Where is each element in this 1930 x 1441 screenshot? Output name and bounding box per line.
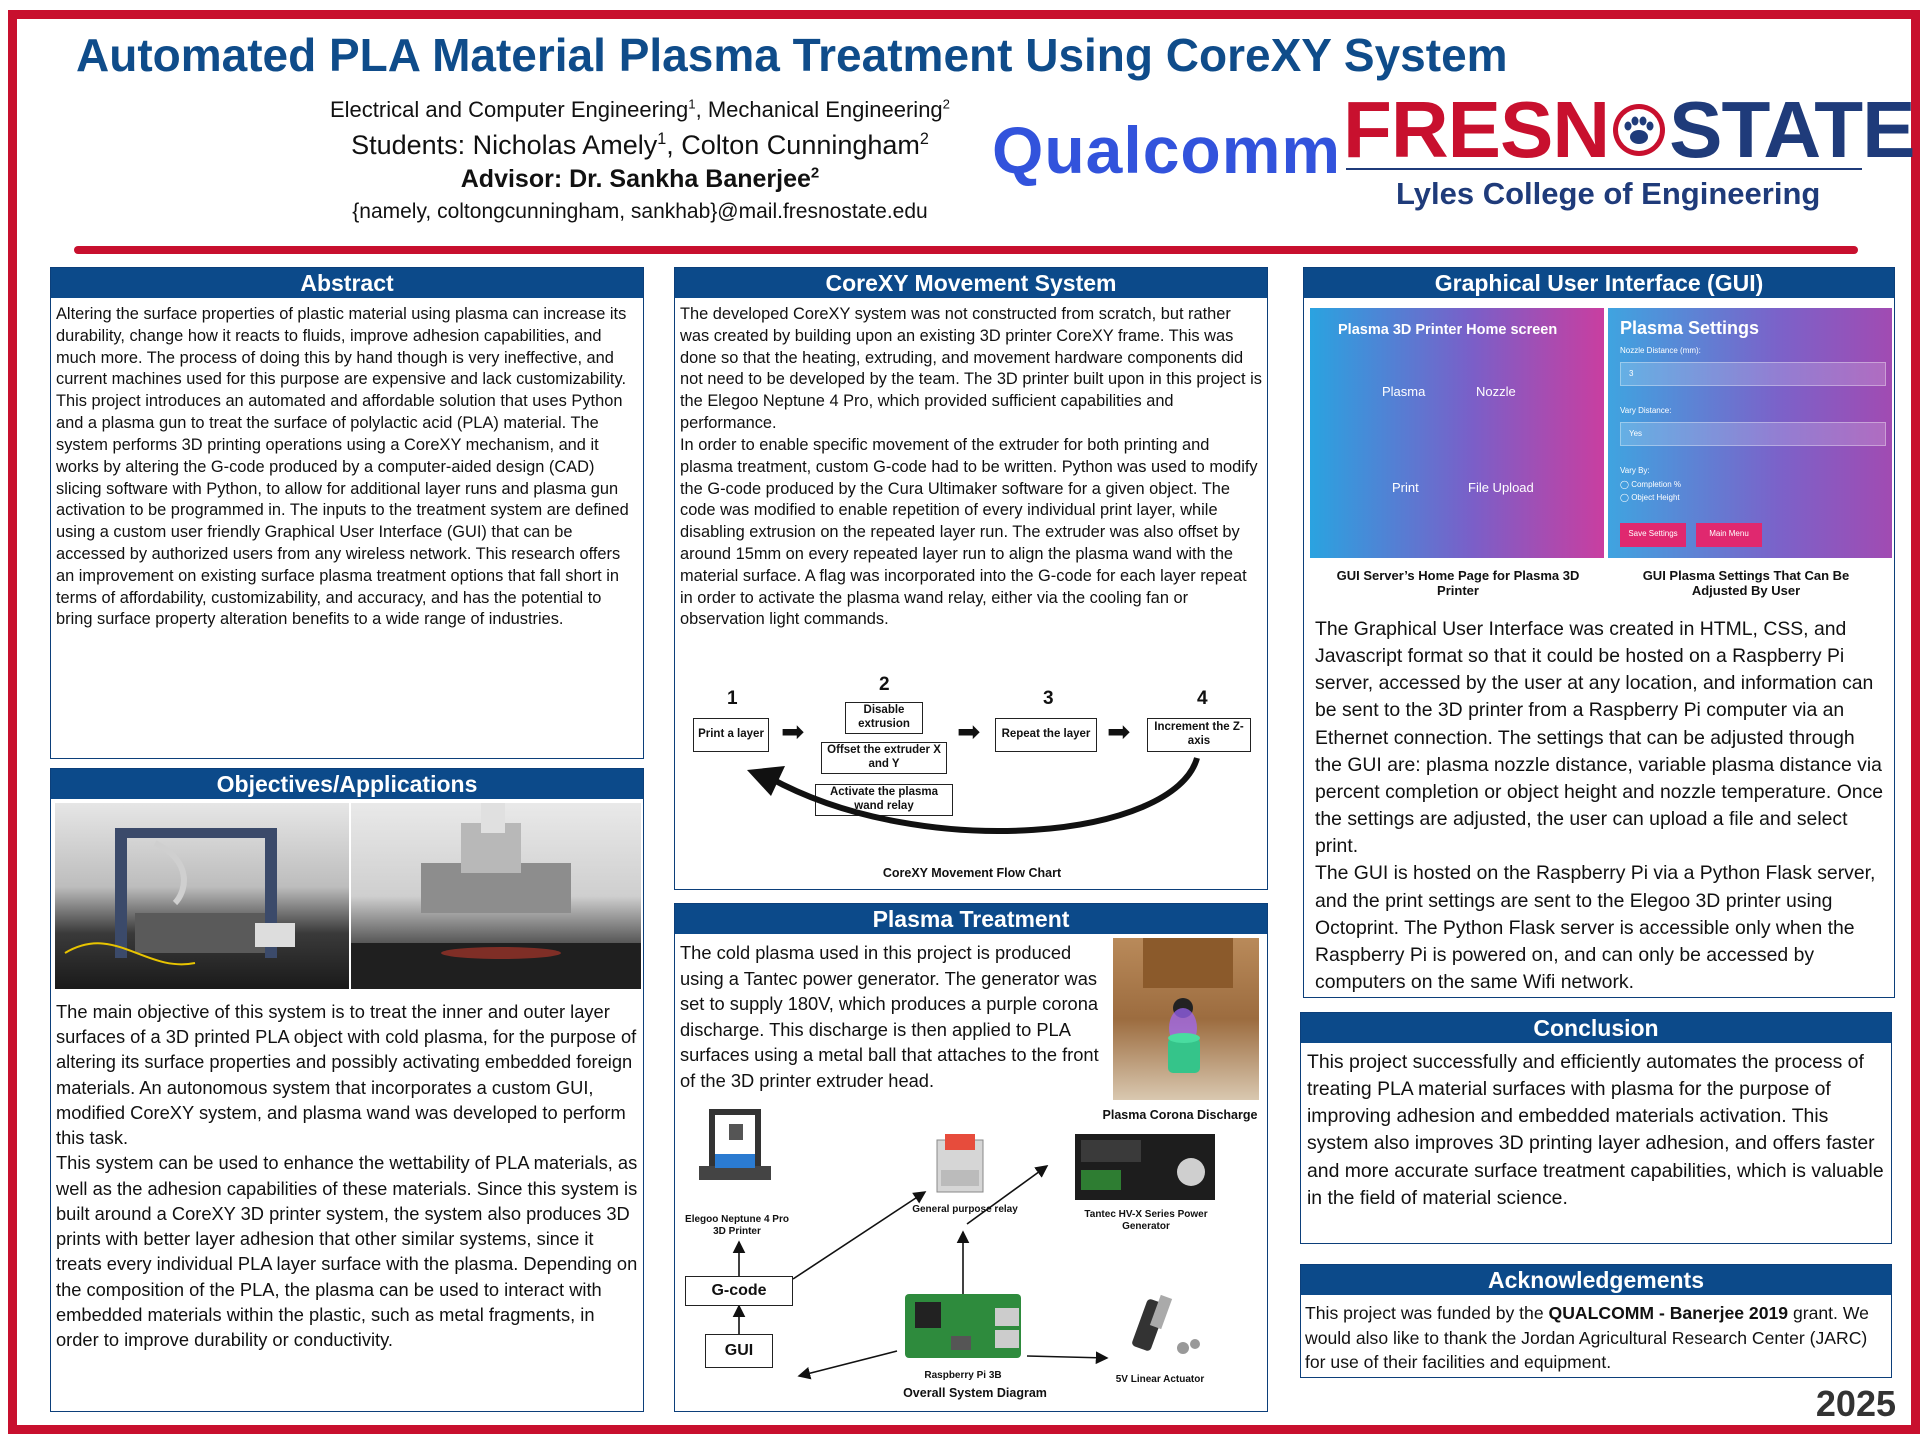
corexy-heading: CoreXY Movement System xyxy=(675,268,1267,298)
gui-paragraph-2: The GUI is hosted on the Raspberry Pi vi… xyxy=(1315,862,1876,994)
tantec-label: Tantec HV-X Series Power Generator xyxy=(1084,1209,1208,1232)
flow-box-disable-extrusion: Disable extrusion xyxy=(845,702,923,734)
corexy-panel: CoreXY Movement System The developed Cor… xyxy=(674,267,1268,890)
gui-settings-title: Plasma Settings xyxy=(1620,318,1760,338)
gui-heading: Graphical User Interface (GUI) xyxy=(1304,268,1894,298)
raspberry-pi-image xyxy=(901,1288,1025,1364)
completion-option: ◯ Completion % xyxy=(1620,480,1681,489)
conclusion-heading: Conclusion xyxy=(1301,1013,1891,1043)
college-name: Lyles College of Engineering xyxy=(1396,176,1821,211)
gui-home-screenshot: Plasma 3D Printer Home screen Plasma Noz… xyxy=(1310,308,1604,558)
save-settings-button: Save Settings xyxy=(1620,523,1686,547)
gui-box: GUI xyxy=(705,1334,773,1368)
flow-step-number-4: 4 xyxy=(1197,688,1208,709)
flow-arrow-right-icon: ➡ xyxy=(957,716,981,747)
nozzle-distance-label: Nozzle Distance (mm): xyxy=(1620,346,1701,355)
plasma-panel: Plasma Treatment The cold plasma used in… xyxy=(674,903,1268,1412)
linear-actuator-image xyxy=(1111,1288,1209,1364)
relay-label: General purpose relay xyxy=(912,1204,1018,1215)
logo-rule xyxy=(1346,168,1862,170)
corexy-paragraph-1: The developed CoreXY system was not cons… xyxy=(680,305,1262,433)
flow-arrow-right-icon: ➡ xyxy=(781,716,805,747)
author-block: Electrical and Computer Engineering1, Me… xyxy=(290,92,990,228)
poster-frame xyxy=(8,10,1920,1434)
objectives-text: The main objective of this system is to … xyxy=(51,993,643,1358)
flow-step-number-2: 2 xyxy=(879,674,890,695)
flow-box-activate-relay: Activate the plasma wand relay xyxy=(815,784,953,816)
plasma-heading: Plasma Treatment xyxy=(675,904,1267,934)
advisor: Advisor: Dr. Sankha Banerjee2 xyxy=(460,164,820,193)
linear-actuator-label: 5V Linear Actuator xyxy=(1115,1374,1205,1385)
contact-email: {namely, coltongcunningham, sankhab}@mai… xyxy=(352,199,928,223)
printer-photo-right xyxy=(351,803,641,989)
gui-file-upload-button: File Upload xyxy=(1468,480,1534,495)
acknowledgements-heading: Acknowledgements xyxy=(1301,1265,1891,1295)
plasma-discharge-photo xyxy=(1113,938,1259,1100)
vary-distance-field: Yes xyxy=(1620,422,1886,446)
qualcomm-logo: Qualcomm xyxy=(992,113,1342,187)
printer-label: Elegoo Neptune 4 Pro 3D Printer xyxy=(685,1214,789,1237)
conclusion-panel: Conclusion This project successfully and… xyxy=(1300,1012,1892,1244)
printer-photo-left xyxy=(55,803,349,989)
system-diagram-caption: Overall System Diagram xyxy=(903,1386,1047,1400)
gui-panel: Graphical User Interface (GUI) Plasma 3D… xyxy=(1303,267,1895,998)
flow-box-repeat-layer: Repeat the layer xyxy=(995,718,1097,752)
gui-settings-screenshot: Plasma Settings Nozzle Distance (mm): 3 … xyxy=(1608,308,1892,558)
flow-step-number-3: 3 xyxy=(1043,688,1054,709)
flow-chart-caption: CoreXY Movement Flow Chart xyxy=(882,866,1062,880)
relay-image xyxy=(929,1130,995,1200)
header-divider xyxy=(74,246,1858,254)
objectives-paragraph-2: This system can be used to enhance the w… xyxy=(56,1152,638,1351)
flow-step-number-1: 1 xyxy=(727,688,738,709)
grant-name: QUALCOMM - Banerjee 2019 xyxy=(1548,1303,1789,1323)
conclusion-text: This project successfully and efficientl… xyxy=(1307,1051,1884,1209)
gui-plasma-button: Plasma xyxy=(1382,384,1426,399)
gui-settings-caption: GUI Plasma Settings That Can Be Adjusted… xyxy=(1642,568,1850,598)
abstract-heading: Abstract xyxy=(51,268,643,298)
abstract-text: Altering the surface properties of plast… xyxy=(56,305,629,629)
poster-year: 2025 xyxy=(1815,1383,1896,1424)
gui-text: The Graphical User Interface was created… xyxy=(1310,610,1890,1002)
acknowledgements-panel: Acknowledgements This project was funded… xyxy=(1300,1264,1892,1378)
gui-home-title: Plasma 3D Printer Home screen xyxy=(1338,322,1558,338)
printer-image xyxy=(689,1104,781,1200)
gui-paragraph-1: The Graphical User Interface was created… xyxy=(1315,618,1884,858)
gcode-box: G-code xyxy=(685,1276,793,1306)
raspberry-pi-label: Raspberry Pi 3B xyxy=(924,1370,1002,1381)
departments: Electrical and Computer Engineering1, Me… xyxy=(329,96,951,122)
gui-print-button: Print xyxy=(1392,480,1419,495)
students: Students: Nicholas Amely1, Colton Cunnin… xyxy=(351,130,929,161)
bulldog-paw-icon xyxy=(1609,86,1669,156)
objectives-paragraph-1: The main objective of this system is to … xyxy=(56,1001,637,1149)
objectives-heading: Objectives/Applications xyxy=(51,769,643,799)
flow-box-print-layer: Print a layer xyxy=(693,718,769,752)
poster-title: Automated PLA Material Plasma Treatment … xyxy=(76,29,1508,81)
vary-distance-label: Vary Distance: xyxy=(1620,406,1672,415)
plasma-text: The cold plasma used in this project is … xyxy=(680,942,1099,1092)
main-menu-button: Main Menu xyxy=(1696,523,1762,547)
acknowledgements-text: This project was funded by the QUALCOMM … xyxy=(1305,1303,1869,1373)
object-height-option: ◯ Object Height xyxy=(1620,493,1680,502)
flow-box-increment-z: Increment the Z-axis xyxy=(1147,718,1251,752)
gui-home-caption: GUI Server’s Home Page for Plasma 3D Pri… xyxy=(1336,568,1580,598)
vary-by-label: Vary By: xyxy=(1620,466,1650,475)
plasma-photo-caption: Plasma Corona Discharge xyxy=(1102,1108,1258,1122)
corexy-paragraph-2: In order to enable specific movement of … xyxy=(680,435,1258,629)
tantec-generator-image xyxy=(1071,1130,1219,1206)
flow-arrow-right-icon: ➡ xyxy=(1107,716,1131,747)
flow-chart: 1 2 3 4 Print a layer ➡ Disable extrusio… xyxy=(675,674,1269,888)
objectives-panel: Objectives/Applications The main objecti… xyxy=(50,768,644,1412)
flow-loop-arrow-icon xyxy=(747,757,1200,835)
corexy-text: The developed CoreXY system was not cons… xyxy=(675,298,1267,637)
gui-nozzle-button: Nozzle xyxy=(1476,384,1516,399)
nozzle-distance-field: 3 xyxy=(1620,362,1886,386)
flow-box-offset-extruder: Offset the extruder X and Y xyxy=(821,742,947,774)
abstract-panel: Abstract Altering the surface properties… xyxy=(50,267,644,759)
